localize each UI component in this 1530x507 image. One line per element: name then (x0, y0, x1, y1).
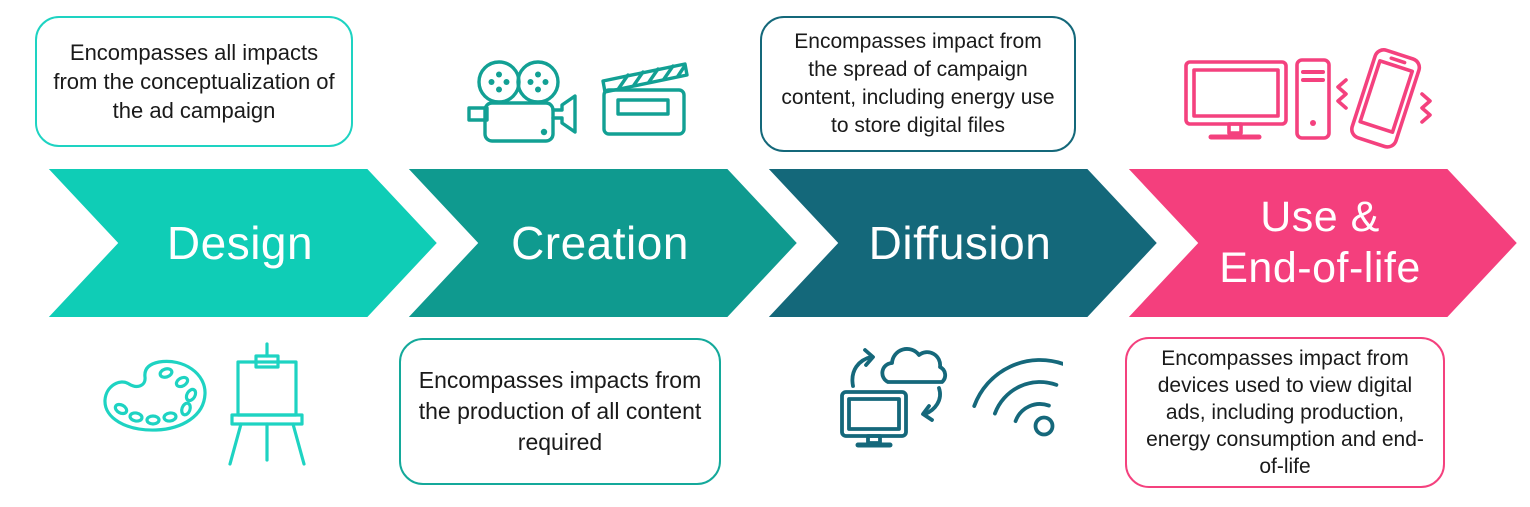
stage-label-text: Diffusion (868, 217, 1052, 269)
note-design: Encompasses all impacts from the concept… (35, 16, 353, 147)
stage-label-text-line2: End-of-life (1219, 244, 1421, 292)
stage-label-design: Design (65, 163, 415, 323)
palette-icon (96, 356, 211, 436)
arrow-design (26, 163, 454, 323)
stage-label-text-line1: Use & (1260, 193, 1380, 241)
vibrating-phone-icon (1328, 46, 1440, 154)
clapperboard-icon (600, 60, 695, 138)
desktop-computer-icon (1183, 56, 1333, 144)
stage-label-text: Design (166, 217, 314, 269)
note-text: Encompasses impact from the spread of ca… (781, 30, 1055, 137)
monitor-cloud-sync-icon (836, 340, 966, 450)
stage-label-text: Creation (511, 217, 689, 269)
stage-label-creation: Creation (425, 163, 775, 323)
note-text: Encompasses impact from devices used to … (1146, 347, 1424, 478)
arrow-creation (386, 163, 814, 323)
note-text: Encompasses all impacts from the concept… (53, 40, 335, 123)
note-creation: Encompasses impacts from the production … (399, 338, 721, 485)
arrow-diffusion (746, 163, 1174, 323)
note-text: Encompasses impacts from the production … (418, 367, 702, 455)
note-use-end-of-life: Encompasses impact from devices used to … (1125, 337, 1445, 488)
note-diffusion: Encompasses impact from the spread of ca… (760, 16, 1076, 152)
stage-arrows (26, 163, 1530, 323)
arrow-use-end-of-life (1106, 163, 1530, 323)
easel-icon (228, 342, 306, 467)
stage-label-use-end-of-life: Use & End-of-life (1145, 163, 1495, 323)
movie-camera-icon (465, 58, 577, 146)
stage-label-diffusion: Diffusion (785, 163, 1135, 323)
wireless-signal-icon (958, 350, 1063, 445)
